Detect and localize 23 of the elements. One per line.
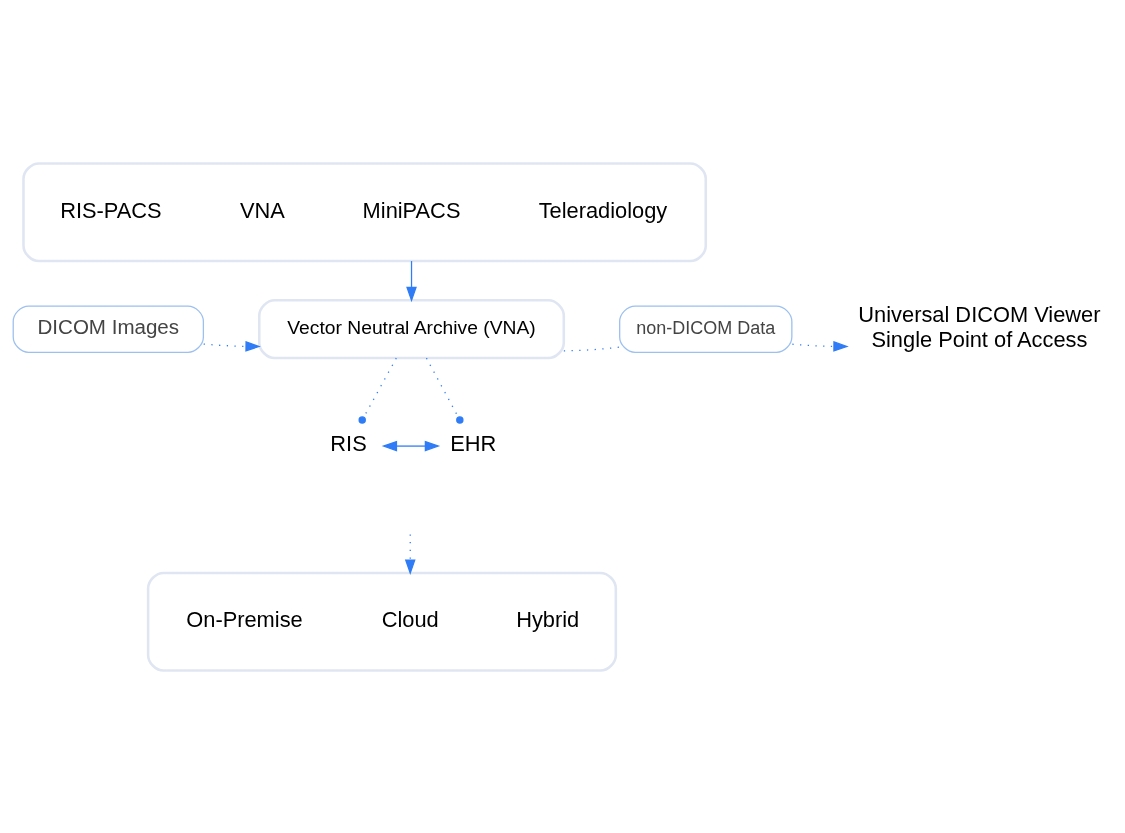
node-text: Cloud: [381, 606, 439, 632]
arrow: [381, 440, 441, 451]
cluster: [146, 571, 618, 672]
connector: [358, 357, 397, 424]
arrow: [791, 340, 849, 352]
arrow: [203, 340, 261, 352]
node-text: Teleradiology: [538, 197, 668, 223]
node-text: VNA: [240, 197, 285, 223]
node-text: On-Premise: [186, 606, 303, 632]
cluster: [22, 161, 708, 262]
node-text: RIS: [330, 430, 367, 456]
node-text: EHR: [450, 430, 497, 456]
arrow: [404, 533, 416, 575]
node-text: Hybrid: [516, 606, 580, 632]
node-box: DICOM Images: [12, 304, 204, 353]
node-text: Universal DICOM Viewer Single Point of Access: [858, 301, 1101, 352]
node-text: RIS-PACS: [60, 197, 162, 223]
arrow: [406, 259, 417, 302]
node-box: non-DICOM Data: [619, 304, 793, 353]
node-box: Vector Neutral Archive (VNA): [258, 298, 566, 359]
node-text: MiniPACS: [362, 197, 461, 223]
connector: [425, 357, 464, 424]
connector: [563, 346, 620, 351]
